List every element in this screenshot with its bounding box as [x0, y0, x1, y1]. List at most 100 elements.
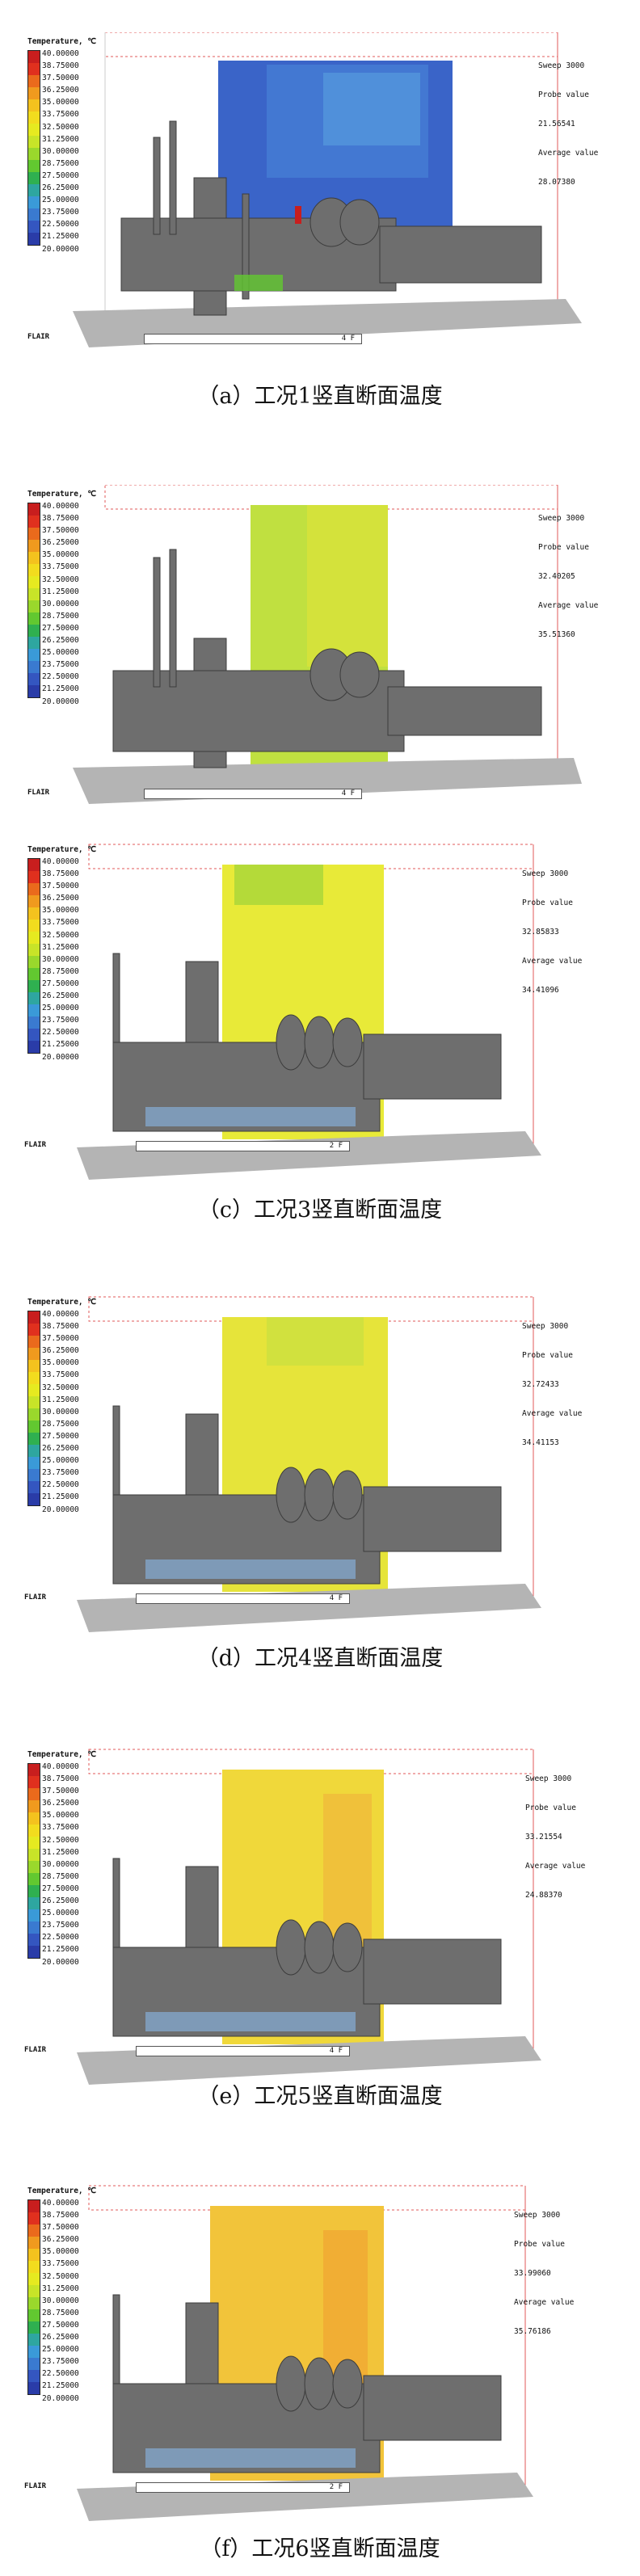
legend-swatch: [28, 1029, 40, 1041]
legend-swatch: [28, 221, 40, 233]
color-legend: [27, 50, 40, 246]
legend-tick-label: 36.25000: [42, 1346, 79, 1356]
legend-tick-label: 31.25000: [42, 942, 79, 952]
legend-swatch: [28, 1017, 40, 1029]
legend-swatch: [28, 1324, 40, 1336]
probe-info: Sweep 3000 Probe value 32.40205 Average …: [538, 495, 598, 659]
average-value: 35.76186: [514, 2327, 551, 2336]
sweep-label: Sweep 3000: [525, 1774, 572, 1783]
legend-tick-label: 28.75000: [42, 966, 79, 976]
legend-tick-label: 26.25000: [42, 1444, 79, 1454]
legend-swatch: [28, 2200, 40, 2212]
legend-tick-label: 26.25000: [42, 2333, 79, 2342]
average-value: 24.88370: [525, 1891, 562, 1900]
legend-tick-label: 27.50000: [42, 979, 79, 988]
legend-tick-label: 23.75000: [42, 1016, 79, 1025]
legend-swatch: [28, 625, 40, 637]
legend-swatch: [28, 1493, 40, 1505]
legend-swatch: [28, 1800, 40, 1812]
legend-tick-label: 30.00000: [42, 599, 79, 608]
legend-tick-label: 27.50000: [42, 1884, 79, 1893]
legend-swatch: [28, 2358, 40, 2370]
legend-tick-label: 40.00000: [42, 1310, 79, 1319]
cfd-render: [77, 2185, 533, 2521]
legend-tick-label: 21.25000: [42, 684, 79, 694]
legend-tick-label: 36.25000: [42, 538, 79, 548]
legend-swatch: [28, 2212, 40, 2225]
legend-swatch: [28, 2370, 40, 2382]
caption: （f）工况6竖直断面温度: [200, 2536, 440, 2561]
legend-swatch: [28, 516, 40, 528]
flair-label: FLAIR: [24, 1141, 47, 1149]
legend-swatch: [28, 1360, 40, 1372]
sweep-label: Sweep 3000: [538, 61, 585, 70]
legend-tick-label: 31.25000: [42, 1847, 79, 1857]
legend-swatch: [28, 685, 40, 697]
legend-title: Temperature, ℃: [27, 490, 97, 499]
legend-swatch: [28, 980, 40, 992]
legend-tick-label: 25.00000: [42, 2345, 79, 2355]
legend-tick-label: 28.75000: [42, 1871, 79, 1881]
probe-label: Probe value: [538, 90, 589, 99]
legend-swatch: [28, 564, 40, 576]
legend-swatch: [28, 883, 40, 895]
legend-swatch: [28, 2225, 40, 2237]
legend-tick-label: 38.75000: [42, 1774, 79, 1784]
legend-tick-label: 27.50000: [42, 1431, 79, 1441]
legend-tick-label: 32.50000: [42, 1835, 79, 1845]
legend-tick-label: 20.00000: [42, 1052, 79, 1062]
legend-swatch: [28, 1336, 40, 1348]
legend-swatch: [28, 661, 40, 673]
legend-tick-label: 38.75000: [42, 514, 79, 524]
scale-bar: 2 F: [136, 1141, 350, 1151]
legend-swatch: [28, 1372, 40, 1384]
legend-tick-label: 35.00000: [42, 1811, 79, 1820]
equipment: [112, 1405, 502, 1585]
legend-tick-label: 21.25000: [42, 2381, 79, 2391]
legend-tick-label: 27.50000: [42, 2320, 79, 2330]
legend-swatch: [28, 208, 40, 221]
probe-info: Sweep 3000 Probe value 21.56541 Average …: [538, 42, 598, 207]
legend-tick-label: 32.50000: [42, 930, 79, 940]
legend-swatch: [28, 2261, 40, 2273]
legend-swatch: [28, 907, 40, 920]
legend-swatch: [28, 75, 40, 87]
legend-swatch: [28, 1934, 40, 1946]
legend-tick-label: 38.75000: [42, 61, 79, 71]
legend-tick-label: 36.25000: [42, 894, 79, 903]
legend-tick-label: 30.00000: [42, 2296, 79, 2305]
legend-swatch: [28, 136, 40, 148]
probe-label: Probe value: [538, 543, 589, 552]
average-label: Average value: [514, 2298, 575, 2307]
legend-tick-label: 22.50000: [42, 672, 79, 682]
legend-tick-label: 33.75000: [42, 110, 79, 120]
legend-swatch: [28, 1311, 40, 1324]
legend-swatch: [28, 124, 40, 136]
legend-tick-label: 32.50000: [42, 575, 79, 584]
probe-value: 33.99060: [514, 2269, 551, 2278]
legend-swatch: [28, 1481, 40, 1493]
legend-tick-label: 36.25000: [42, 2235, 79, 2245]
legend-swatch: [28, 1421, 40, 1433]
legend-tick-label: 21.25000: [42, 1040, 79, 1050]
flair-label: FLAIR: [24, 1593, 47, 1602]
legend-swatch: [28, 172, 40, 184]
legend-swatch: [28, 540, 40, 552]
legend-swatch: [28, 160, 40, 172]
probe-label: Probe value: [522, 899, 573, 907]
legend-tick-label: 30.00000: [42, 954, 79, 964]
legend-swatch: [28, 1825, 40, 1837]
legend-swatch: [28, 871, 40, 883]
legend-swatch: [28, 1897, 40, 1909]
legend-swatch: [28, 51, 40, 63]
legend-swatch: [28, 1837, 40, 1849]
flair-label: FLAIR: [27, 789, 50, 797]
legend-tick-label: 28.75000: [42, 1419, 79, 1429]
color-legend: [27, 2199, 40, 2395]
average-label: Average value: [538, 601, 599, 610]
